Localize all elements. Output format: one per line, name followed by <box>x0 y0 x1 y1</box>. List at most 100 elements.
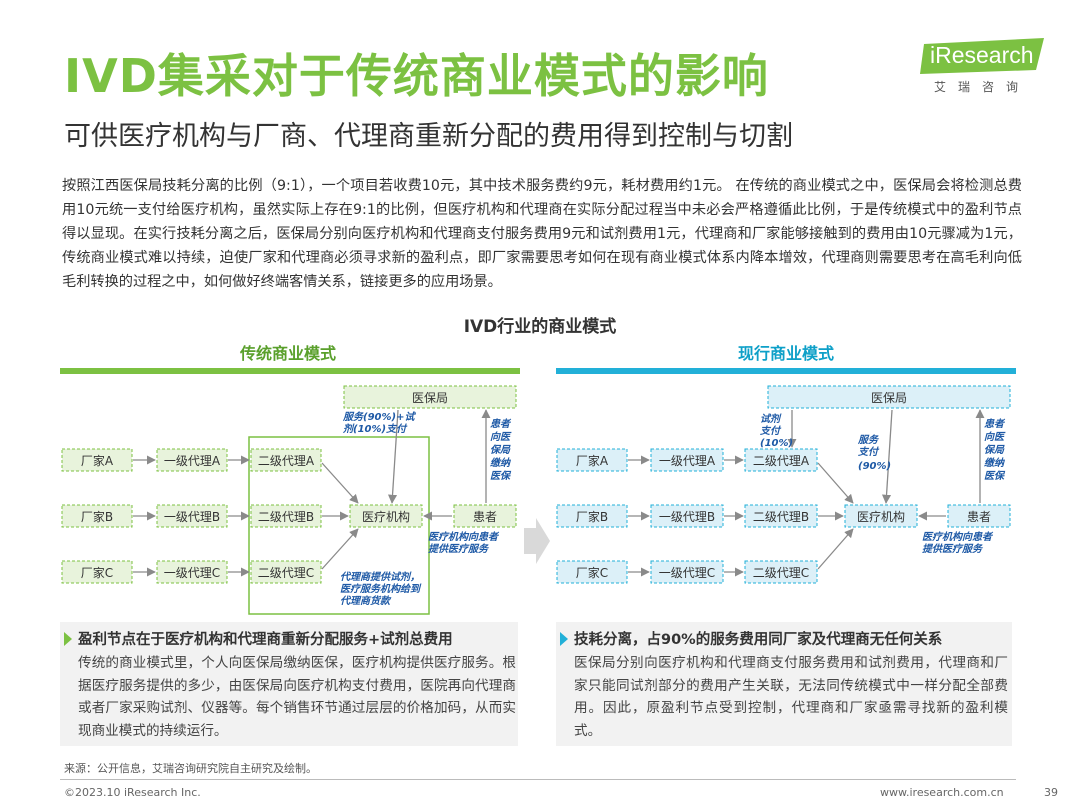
service-payment-label: 服务 支付 (90%) <box>857 434 891 472</box>
node-hospital-current: 医疗机构 <box>844 504 918 528</box>
patient-insurance-label: 患者 向医 保局 缴纳 医保 <box>490 418 512 482</box>
svg-text:二级代理B: 二级代理B <box>753 510 809 524</box>
svg-text:支付: 支付 <box>857 446 880 458</box>
node-agent2-a: 二级代理A <box>250 448 322 472</box>
svg-text:向医: 向医 <box>984 431 1006 443</box>
agent-service-label-3: 代理商货款 <box>340 595 392 607</box>
svg-text:一级代理A: 一级代理A <box>659 454 716 468</box>
current-model-note: 技耗分离，占90%的服务费用同厂家及代理商无任何关系 医保局分别向医疗机构和代理… <box>556 622 1012 746</box>
copyright: ©2023.10 iResearch Inc. <box>64 786 201 799</box>
traditional-title-bar <box>60 368 520 374</box>
node-agent1-a: 一级代理A <box>156 448 228 472</box>
page-number: 39 <box>1044 786 1058 799</box>
node-factory-c-current: 厂家C <box>556 560 628 584</box>
svg-text:厂家A: 厂家A <box>576 453 609 468</box>
blue-pointer-icon <box>560 632 568 646</box>
svg-text:二级代理A: 二级代理A <box>753 454 810 468</box>
svg-text:二级代理C: 二级代理C <box>753 566 809 580</box>
current-model-panel: 厂家A 厂家B 厂家C 一级代理A 一级代理B 一级代理C 二级代理A 二级代理… <box>556 385 1011 584</box>
node-agent1-b: 一级代理B <box>156 504 228 528</box>
current-note-heading: 技耗分离，占90%的服务费用同厂家及代理商无任何关系 <box>574 632 943 648</box>
logo-wordmark: iResearch <box>930 42 1034 68</box>
node-factory-c: 厂家C <box>61 560 133 584</box>
svg-text:(10%): (10%) <box>760 438 793 449</box>
svg-text:向医: 向医 <box>490 431 512 443</box>
current-flow-arrows <box>628 409 985 577</box>
svg-text:(90%): (90%) <box>858 461 891 472</box>
green-pointer-icon <box>64 632 72 646</box>
current-model-title: 现行商业模式 <box>737 344 834 363</box>
traditional-flow-arrows <box>133 409 491 577</box>
svg-text:患者: 患者 <box>490 418 512 430</box>
svg-text:保局: 保局 <box>984 444 1005 456</box>
page-title: IVD集采对于传统商业模式的影响 <box>64 49 769 103</box>
node-patient-current: 患者 <box>947 504 1011 528</box>
svg-text:一级代理A: 一级代理A <box>164 454 221 468</box>
svg-text:一级代理C: 一级代理C <box>659 566 715 580</box>
svg-text:医疗机构: 医疗机构 <box>362 509 410 524</box>
node-factory-b: 厂家B <box>61 504 133 528</box>
service-reagent-payment-label-2: 剂(10%)支付 <box>342 423 408 435</box>
svg-text:缴纳: 缴纳 <box>490 457 512 469</box>
node-factory-a: 厂家A <box>61 448 133 472</box>
node-patient: 患者 <box>453 504 517 528</box>
svg-text:保局: 保局 <box>490 444 511 456</box>
node-agent2-c-current: 二级代理C <box>744 560 818 584</box>
node-agent2-a-current: 二级代理A <box>744 448 818 472</box>
svg-text:缴纳: 缴纳 <box>984 457 1006 469</box>
current-title-bar <box>556 368 1016 374</box>
node-agent1-c: 一级代理C <box>156 560 228 584</box>
patient-insurance-label-current: 患者 向医 保局 缴纳 医保 <box>984 418 1006 482</box>
node-agent1-a-current: 一级代理A <box>650 448 724 472</box>
node-insurance: 医保局 <box>343 385 517 409</box>
svg-text:医保局: 医保局 <box>871 391 907 405</box>
agent2-hospital-group-outline <box>248 436 430 615</box>
traditional-model-title: 传统商业模式 <box>239 344 336 363</box>
transition-arrow-icon <box>524 518 550 564</box>
svg-text:二级代理B: 二级代理B <box>258 510 314 524</box>
diagram-title: IVD行业的商业模式 <box>463 317 617 337</box>
node-agent2-b: 二级代理B <box>250 504 322 528</box>
intro-paragraph: 按照江西医保局技耗分离的比例（9:1），一个项目若收费10元，其中技术服务费约9… <box>62 178 1022 290</box>
svg-text:患者: 患者 <box>984 418 1006 430</box>
traditional-note-text: 传统的商业模式里，个人向医保局缴纳医保，医疗机构提供医疗服务。根据医疗服务提供的… <box>78 655 516 739</box>
business-model-diagram: 厂家A 厂家B 厂家C 一级代理A 一级代理B 一级代理C 二级代理A 二级代理… <box>61 385 1011 615</box>
svg-text:一级代理C: 一级代理C <box>164 566 220 580</box>
traditional-model-note: 盈利节点在于医疗机构和代理商重新分配服务+试剂总费用 传统的商业模式里，个人向医… <box>60 622 518 746</box>
traditional-model-panel: 厂家A 厂家B 厂家C 一级代理A 一级代理B 一级代理C 二级代理A 二级代理… <box>61 385 517 615</box>
footer-divider <box>60 779 1016 780</box>
svg-text:厂家B: 厂家B <box>576 509 608 524</box>
hospital-service-label-current-2: 提供医疗服务 <box>922 543 984 555</box>
node-agent2-c: 二级代理C <box>250 560 322 584</box>
hospital-service-label-1: 医疗机构向患者 <box>428 531 500 543</box>
svg-text:服务: 服务 <box>857 434 880 446</box>
agent-service-label-1: 代理商提供试剂， <box>340 571 420 583</box>
svg-text:医保局: 医保局 <box>412 391 448 405</box>
service-reagent-payment-label-1: 服务(90%)+试 <box>342 411 416 423</box>
svg-text:患者: 患者 <box>473 510 497 524</box>
iresearch-logo: iResearch 艾瑞咨询 <box>918 36 1048 98</box>
svg-text:厂家C: 厂家C <box>81 565 113 580</box>
node-agent1-b-current: 一级代理B <box>650 504 724 528</box>
svg-text:一级代理B: 一级代理B <box>659 510 715 524</box>
svg-text:医保: 医保 <box>490 470 512 482</box>
svg-text:厂家A: 厂家A <box>81 453 114 468</box>
svg-text:厂家C: 厂家C <box>576 565 608 580</box>
node-agent2-b-current: 二级代理B <box>744 504 818 528</box>
agent-service-label-2: 医疗服务机构给到 <box>340 583 422 595</box>
hospital-service-label-2: 提供医疗服务 <box>428 543 490 555</box>
svg-text:患者: 患者 <box>967 510 991 524</box>
website-link[interactable]: www.iresearch.com.cn <box>880 786 1004 799</box>
svg-text:一级代理B: 一级代理B <box>164 510 220 524</box>
svg-text:试剂: 试剂 <box>760 413 782 425</box>
page-subtitle: 可供医疗机构与厂商、代理商重新分配的费用得到控制与切割 <box>64 121 793 152</box>
traditional-note-heading: 盈利节点在于医疗机构和代理商重新分配服务+试剂总费用 <box>78 632 453 648</box>
svg-text:支付: 支付 <box>759 425 782 437</box>
reagent-payment-label: 试剂 支付 (10%) <box>759 413 793 449</box>
node-factory-a-current: 厂家A <box>556 448 628 472</box>
svg-text:医保: 医保 <box>984 470 1006 482</box>
svg-text:二级代理C: 二级代理C <box>258 566 314 580</box>
node-factory-b-current: 厂家B <box>556 504 628 528</box>
node-agent1-c-current: 一级代理C <box>650 560 724 584</box>
current-note-text: 医保局分别向医疗机构和代理商支付服务费用和试剂费用，代理商和厂家只能同试剂部分的… <box>574 655 1008 739</box>
